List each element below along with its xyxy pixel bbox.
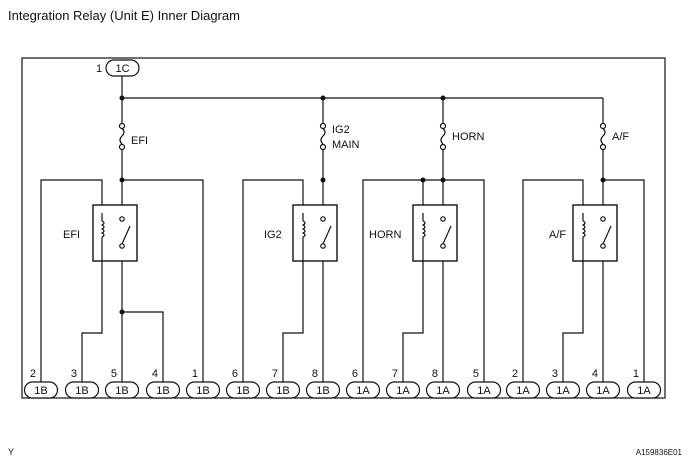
fuse-label: IG2 [332, 124, 350, 136]
fuse-ig2-main: IG2 MAIN [319, 98, 360, 180]
terminal-connector: 81A [425, 368, 461, 399]
terminal-cap [265, 381, 301, 399]
terminal-label: 1B [316, 385, 329, 397]
terminal-cap [385, 381, 421, 399]
input-connector-label: 1C [115, 63, 129, 75]
diagram-title: Integration Relay (Unit E) Inner Diagram [8, 8, 240, 23]
terminal-label: 1A [356, 385, 370, 397]
relay-horn-box [412, 204, 458, 262]
relay-af-circuit: A/F [522, 177, 645, 383]
terminal-connector: 21B [23, 368, 59, 399]
terminal-pin-number: 8 [432, 368, 438, 380]
terminal-label: 1A [637, 385, 651, 397]
relay-horn-circuit: HORN [362, 177, 485, 383]
terminal-connector: 31A [545, 368, 581, 399]
fuse-label: EFI [131, 135, 148, 147]
terminal-connector: 81B [305, 368, 341, 399]
terminal-connector: 41B [145, 368, 181, 399]
terminal-pin-number: 1 [192, 368, 198, 380]
terminal-label: 1A [436, 385, 450, 397]
terminal-cap [64, 381, 100, 399]
terminal-connector: 71A [385, 368, 421, 399]
footer-right-code: A159836E01 [636, 448, 683, 457]
terminal-label: 1B [196, 385, 209, 397]
terminal-pin-number: 4 [152, 368, 158, 380]
terminal-cap [466, 381, 502, 399]
terminal-connector: 31B [64, 368, 100, 399]
fuse-efi: EFI [118, 98, 148, 180]
terminal-connector: 61B [225, 368, 261, 399]
terminal-pin-number: 5 [111, 368, 117, 380]
terminal-pin-number: 7 [272, 368, 278, 380]
footer-left-code: Y [8, 447, 14, 457]
terminal-pin-number: 3 [71, 368, 77, 380]
terminal-cap [626, 381, 662, 399]
unit-enclosure [21, 57, 666, 399]
terminal-label: 1A [396, 385, 410, 397]
relay-label: EFI [63, 229, 80, 241]
relay-efi-circuit: EFI [40, 177, 204, 383]
terminal-pin-number: 3 [552, 368, 558, 380]
relay-label: A/F [549, 229, 566, 241]
relay-ig2-circuit: IG2 [242, 177, 338, 383]
terminal-cap [185, 381, 221, 399]
terminal-connector: 51B [104, 368, 140, 399]
terminal-label: 1B [115, 385, 128, 397]
terminal-connector: 41A [585, 368, 621, 399]
terminal-connector: 11A [626, 368, 662, 399]
terminal-cap [505, 381, 541, 399]
terminal-row: 21B31B51B41B11B61B71B81B61A71A81A51A21A3… [23, 368, 662, 399]
terminal-cap [104, 381, 140, 399]
terminal-cap [545, 381, 581, 399]
terminal-label: 1A [556, 385, 570, 397]
terminal-label: 1B [156, 385, 169, 397]
fuse-af: A/F [599, 98, 629, 180]
terminal-pin-number: 2 [512, 368, 518, 380]
terminal-pin-number: 5 [473, 368, 479, 380]
terminal-cap [23, 381, 59, 399]
terminal-pin-number: 7 [392, 368, 398, 380]
terminal-pin-number: 6 [232, 368, 238, 380]
fuse-label-line2: MAIN [332, 139, 360, 151]
terminal-cap [305, 381, 341, 399]
terminal-connector: 21A [505, 368, 541, 399]
fuse-horn: HORN [439, 98, 484, 180]
fuse-label: HORN [452, 131, 484, 143]
terminal-pin-number: 4 [592, 368, 598, 380]
relay-label: HORN [369, 229, 401, 241]
terminal-label: 1A [516, 385, 530, 397]
terminal-connector: 71B [265, 368, 301, 399]
terminal-cap [585, 381, 621, 399]
terminal-cap [425, 381, 461, 399]
terminal-pin-number: 6 [352, 368, 358, 380]
terminal-label: 1B [75, 385, 88, 397]
fuse-label: A/F [612, 131, 629, 143]
relay-efi-box [92, 204, 138, 262]
terminal-cap [225, 381, 261, 399]
relay-ig2-box [292, 204, 338, 262]
terminal-pin-number: 1 [633, 368, 639, 380]
terminal-label: 1A [596, 385, 610, 397]
terminal-label: 1B [34, 385, 47, 397]
terminal-connector: 11B [185, 368, 221, 399]
terminal-cap [145, 381, 181, 399]
terminal-cap [345, 381, 381, 399]
terminal-connector: 61A [345, 368, 381, 399]
terminal-label: 1A [477, 385, 491, 397]
terminal-connector: 51A [466, 368, 502, 399]
terminal-pin-number: 2 [30, 368, 36, 380]
terminal-label: 1B [236, 385, 249, 397]
input-pin-number: 1 [96, 63, 102, 75]
terminal-label: 1B [276, 385, 289, 397]
relay-label: IG2 [264, 229, 282, 241]
terminal-pin-number: 8 [312, 368, 318, 380]
relay-af-box [572, 204, 618, 262]
